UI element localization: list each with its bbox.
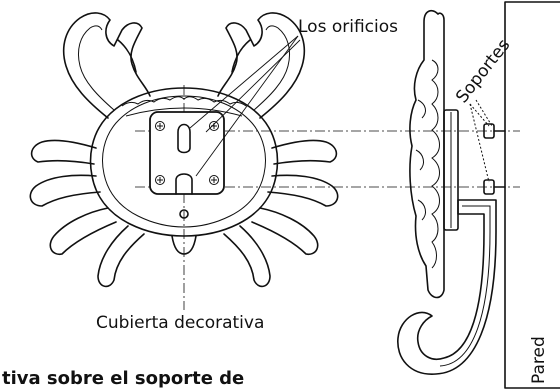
left-claw [62, 12, 151, 119]
keyhole-slot-top [177, 123, 191, 154]
hook [397, 199, 497, 375]
wall [504, 1, 560, 389]
mounting-plate [149, 111, 225, 219]
screw-icon [209, 175, 219, 185]
crab-body [89, 87, 279, 237]
decorative-cover-label: Cubierta decorativa [96, 313, 264, 333]
wall-label: Pared [529, 336, 549, 384]
holes-leader-lines [189, 35, 301, 177]
right-claw [217, 12, 306, 119]
support-lower [483, 179, 506, 195]
keyhole-slot-bottom [175, 173, 193, 195]
crab-side-profile [409, 9, 445, 299]
caption-fragment: tiva sobre el soporte de [2, 368, 244, 389]
side-view [397, 1, 560, 389]
holes-label: Los orificios [298, 17, 398, 37]
screw-icon [155, 175, 165, 185]
hole-marker [179, 209, 189, 219]
support-upper [483, 123, 506, 139]
screw-icon [155, 121, 165, 131]
